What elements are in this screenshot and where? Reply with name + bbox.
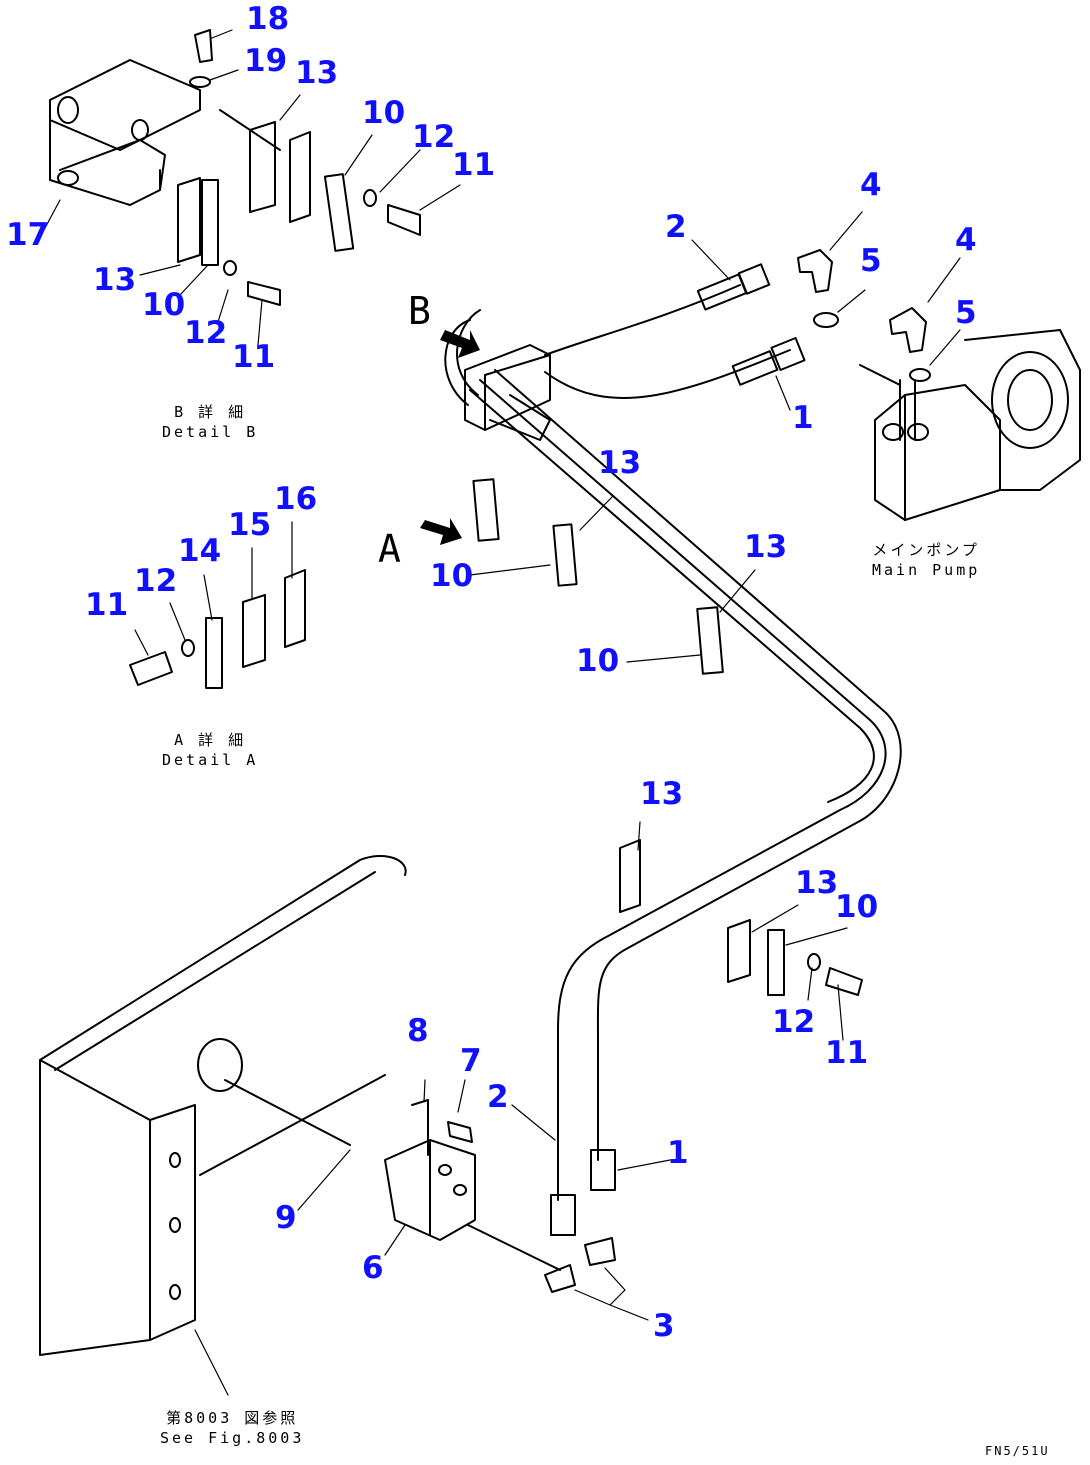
callout-15: 15 bbox=[228, 507, 272, 543]
caption-detail-b-jp: B 詳 細 bbox=[174, 403, 247, 421]
callout-17: 17 bbox=[6, 217, 50, 253]
callout-4: 4 bbox=[860, 167, 882, 203]
callout-5: 5 bbox=[860, 243, 882, 279]
callout-10: 10 bbox=[576, 643, 620, 679]
callout-13: 13 bbox=[598, 445, 642, 481]
callout-19: 19 bbox=[244, 43, 288, 79]
callout-9: 9 bbox=[275, 1200, 297, 1236]
callout-1: 1 bbox=[667, 1135, 689, 1171]
main-pump bbox=[859, 329, 1081, 521]
callout-4: 4 bbox=[955, 222, 977, 258]
valve-assembly bbox=[384, 1099, 616, 1293]
callout-12: 12 bbox=[772, 1004, 816, 1040]
view-arrows bbox=[420, 330, 480, 545]
callout-2: 2 bbox=[665, 209, 687, 245]
clamp-b-bracket bbox=[464, 344, 551, 441]
hose-2-fitting bbox=[696, 263, 771, 311]
detail-a-assembly bbox=[129, 569, 306, 689]
tank-outline bbox=[39, 855, 407, 1356]
caption-detail-a-en: Detail A bbox=[162, 751, 259, 770]
callout-11: 11 bbox=[232, 339, 276, 375]
hose-route bbox=[444, 284, 902, 1201]
callout-11: 11 bbox=[452, 147, 496, 183]
callout-13: 13 bbox=[795, 865, 839, 901]
route-clamps bbox=[472, 478, 863, 996]
caption-detail-b-en: Detail B bbox=[162, 423, 259, 442]
caption-main-pump-jp: メインポンプ bbox=[872, 541, 980, 559]
callout-14: 14 bbox=[178, 533, 222, 569]
callout-12: 12 bbox=[412, 119, 456, 155]
callout-10: 10 bbox=[362, 95, 406, 131]
elbow-fittings bbox=[797, 249, 931, 382]
hose-1-fitting bbox=[731, 337, 806, 386]
callout-10: 10 bbox=[142, 287, 186, 323]
view-letter-b: B bbox=[408, 289, 431, 333]
callout-3: 3 bbox=[653, 1308, 675, 1344]
callout-16: 16 bbox=[274, 481, 318, 517]
detail-b-assembly bbox=[49, 29, 421, 306]
caption-detail-b: B 詳 細 Detail B bbox=[162, 402, 258, 443]
callout-13: 13 bbox=[295, 55, 339, 91]
callout-6: 6 bbox=[362, 1250, 384, 1286]
callout-18: 18 bbox=[246, 1, 290, 37]
caption-fig-reference-en: See Fig.8003 bbox=[160, 1429, 305, 1448]
callout-7: 7 bbox=[460, 1043, 482, 1079]
callout-13: 13 bbox=[744, 529, 788, 565]
callout-2: 2 bbox=[487, 1079, 509, 1115]
callout-13: 13 bbox=[640, 776, 684, 812]
leader-lines bbox=[44, 29, 961, 1396]
callout-10: 10 bbox=[430, 558, 474, 594]
caption-main-pump-en: Main Pump bbox=[872, 561, 981, 580]
callout-12: 12 bbox=[184, 315, 228, 351]
callout-5: 5 bbox=[955, 295, 977, 331]
callout-8: 8 bbox=[407, 1013, 429, 1049]
callout-1: 1 bbox=[792, 400, 814, 436]
drawing-code: FN5/51U bbox=[985, 1444, 1050, 1458]
caption-detail-a-jp: A 詳 細 bbox=[174, 731, 247, 749]
callout-10: 10 bbox=[835, 889, 879, 925]
callout-12: 12 bbox=[134, 563, 178, 599]
caption-fig-reference: 第8003 図参照 See Fig.8003 bbox=[160, 1408, 304, 1449]
caption-main-pump: メインポンプ Main Pump bbox=[872, 540, 980, 581]
caption-fig-reference-jp: 第8003 図参照 bbox=[166, 1409, 299, 1427]
caption-detail-a: A 詳 細 Detail A bbox=[162, 730, 258, 771]
callout-11: 11 bbox=[85, 587, 129, 623]
view-letter-a: A bbox=[378, 527, 401, 571]
callout-11: 11 bbox=[825, 1035, 869, 1071]
callout-13: 13 bbox=[93, 262, 137, 298]
